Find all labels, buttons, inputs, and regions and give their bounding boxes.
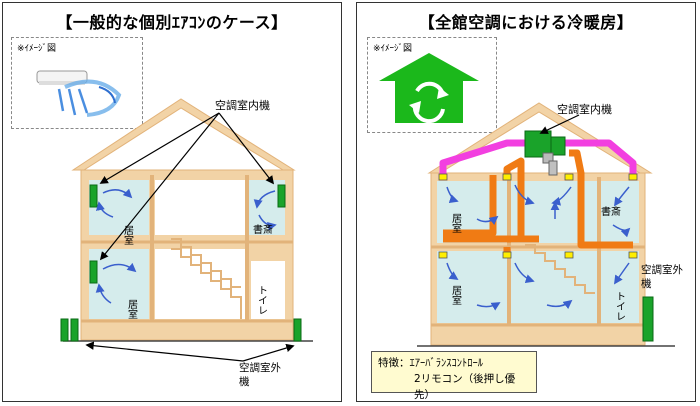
individual-ac-diagram: 空調室内機 居室 書斎 居室 トイレ 空調室外 機 <box>36 70 313 388</box>
feature-note-box: 特徴：ｴｱｰﾊﾞﾗﾝｽｺﾝﾄﾛｰﾙ 2リモコン（後押し優先） <box>371 351 537 401</box>
house-frame <box>417 172 675 347</box>
indoor-unit-label: 空調室内機 <box>215 98 270 112</box>
outdoor-unit-label-line1: 空調室外 <box>641 263 683 276</box>
image-note-box: ※ｲﾒｰｼﾞ図 <box>367 37 497 133</box>
airflow-arrows <box>446 184 631 311</box>
feature-line-2: 2リモコン（後押し優先） <box>414 373 516 401</box>
room-label-3: 居室 <box>126 299 138 319</box>
image-note-label: ※ｲﾒｰｼﾞ図 <box>373 44 413 54</box>
outdoor-unit-pointers <box>85 341 295 362</box>
room-label-4: トイレ <box>614 291 626 321</box>
indoor-unit-pointer <box>539 114 580 134</box>
outdoor-unit-label-line2: 機 <box>641 277 652 290</box>
indoor-unit-2 <box>277 184 286 208</box>
room-label-3: 居室 <box>450 285 462 305</box>
indoor-unit-label: 空調室内機 <box>557 102 612 116</box>
house-frame <box>63 169 313 342</box>
room-label-4: トイレ <box>256 285 268 315</box>
outdoor-unit-3 <box>293 318 302 342</box>
room-label-1: 居室 <box>450 213 462 233</box>
image-note-box: ※ｲﾒｰｼﾞ図 <box>11 37 143 129</box>
whole-house-ac-diagram: 空調室内機 居室 書斎 居室 トイレ 空調室外 機 <box>379 53 683 347</box>
supply-ducts <box>439 139 637 175</box>
room-left-lower <box>89 249 149 319</box>
panel-title-whole-house-ac: 【全館空調における冷暖房】 <box>418 13 634 32</box>
panel-whole-house-ac: 【全館空調における冷暖房】 ※ｲﾒｰｼﾞ図 <box>356 2 696 402</box>
panel-title-individual-ac: 【一般的な個別ｴｱｺﾝのケース】 <box>56 13 288 32</box>
central-indoor-unit <box>524 130 566 176</box>
airflow-arrows <box>95 188 277 304</box>
room-label-2: 書斎 <box>601 205 621 218</box>
outdoor-unit-2 <box>70 318 79 342</box>
outdoor-unit <box>642 296 654 342</box>
image-note-label: ※ｲﾒｰｼﾞ図 <box>17 44 57 54</box>
room-label-1: 居室 <box>122 225 134 245</box>
feature-line-1: 特徴：ｴｱｰﾊﾞﾗﾝｽｺﾝﾄﾛｰﾙ <box>378 357 483 369</box>
room-left-upper <box>89 180 149 235</box>
room-right-upper <box>601 181 639 243</box>
indoor-unit-1 <box>89 184 98 208</box>
room-right-lower <box>601 251 639 323</box>
wall-ac-illustration <box>36 70 122 117</box>
indoor-unit-pointers <box>99 112 275 261</box>
indoor-unit-3 <box>89 260 98 284</box>
room-label-2: 書斎 <box>253 223 273 236</box>
outdoor-unit-label-line1: 空調室外 <box>239 361 281 374</box>
green-house-icon <box>379 53 479 124</box>
panel-individual-ac: 【一般的な個別ｴｱｺﾝのケース】 ※ｲﾒｰｼﾞ図 <box>2 2 342 402</box>
room-left-lower <box>437 251 507 323</box>
outdoor-unit-1 <box>60 318 69 342</box>
vents <box>438 173 638 259</box>
outdoor-unit-label-line2: 機 <box>239 375 250 388</box>
